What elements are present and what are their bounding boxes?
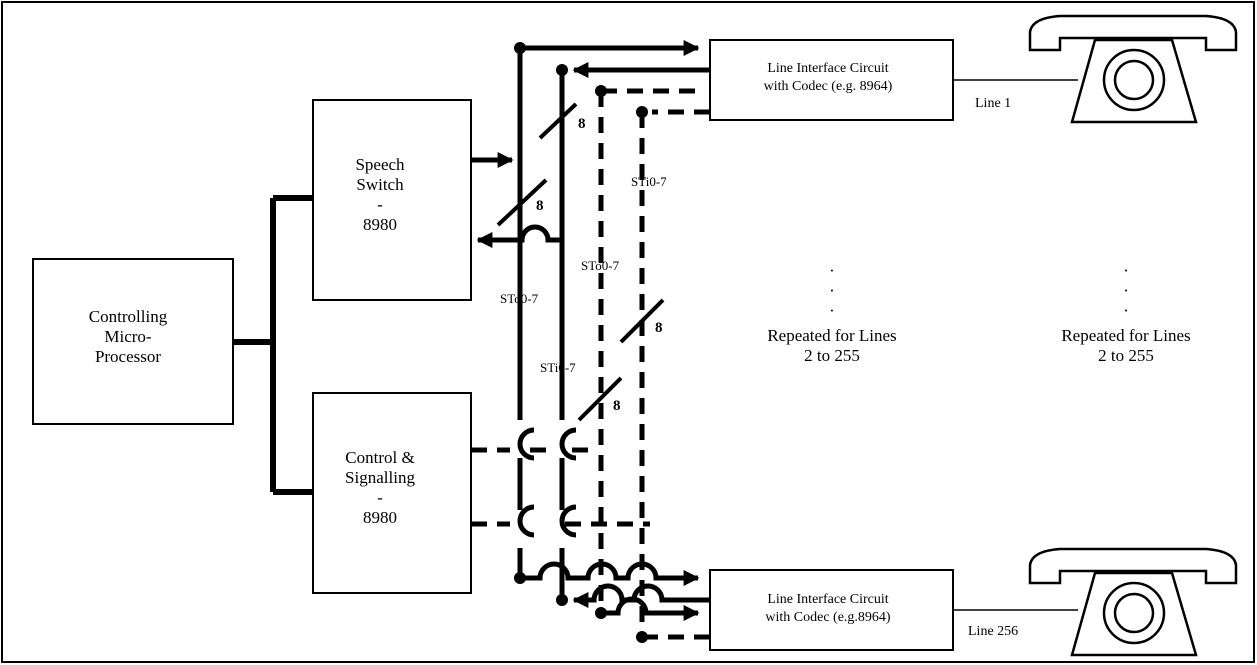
lic-top-label-1: Line Interface Circuit [767, 61, 888, 76]
sti-solid-bus [559, 61, 710, 600]
controller-label-2: Micro- [104, 327, 152, 346]
lic-top-label-2: with Codec (e.g. 8964) [764, 79, 893, 94]
repeat-left-dot-2: · [829, 281, 835, 300]
crossover-hops [517, 427, 577, 538]
controller-bus [233, 195, 313, 495]
control-signalling-label-4: 8980 [363, 508, 397, 527]
control-signalling-label-1: Control & [345, 448, 414, 467]
repeat-right-dot-3: · [1123, 301, 1129, 320]
controller-label-1: Controlling [89, 307, 168, 326]
bus-width-2: 8 [536, 198, 544, 214]
repeat-right-dot-2: · [1123, 281, 1129, 300]
bus-width-1: 8 [578, 116, 586, 132]
speech-switch-block: Speech Switch - 8980 [312, 99, 472, 301]
repeat-right-line-1: Repeated for Lines [1061, 326, 1190, 345]
bus-label-sto-dashed: STo0-7 [581, 258, 620, 273]
control-signalling-block: Control & Signalling - 8980 [312, 392, 472, 594]
lic-bottom-label-2: with Codec (e.g.8964) [765, 610, 891, 625]
sto-solid-bus [517, 39, 700, 578]
repeat-left-dot-1: · [829, 261, 835, 280]
control-signalling-label-2: Signalling [345, 468, 415, 487]
telephone-top-icon [1028, 14, 1238, 124]
line-1-label: Line 1 [975, 96, 1011, 111]
bus-width-4: 8 [613, 398, 621, 414]
repeat-left-line-1: Repeated for Lines [767, 326, 896, 345]
line-interface-bottom-block: Line Interface Circuit with Codec (e.g.8… [709, 569, 954, 651]
junction-dots [514, 42, 648, 643]
bus-label-sti-upper: STi0-7 [631, 174, 667, 189]
bus-label-sto-left: STo0-7 [500, 291, 539, 306]
lic-bottom-label-1: Line Interface Circuit [767, 592, 888, 607]
repeat-right-line-2: 2 to 255 [1098, 346, 1154, 365]
speech-switch-label-4: 8980 [363, 215, 397, 234]
repeat-left-line-2: 2 to 255 [804, 346, 860, 365]
speech-switch-label-2: Switch [356, 175, 404, 194]
bus-width-slashes [496, 102, 665, 422]
telephone-bottom-icon [1028, 547, 1238, 657]
sto-dashed-bus [565, 88, 705, 613]
repeated-note-left: · · · Repeated for Lines 2 to 255 [767, 261, 896, 365]
repeat-right-dot-1: · [1123, 261, 1129, 280]
line-interface-top-block: Line Interface Circuit with Codec (e.g. … [709, 39, 954, 121]
speech-switch-label-1: Speech [355, 155, 405, 174]
control-signalling-label-3: - [377, 488, 383, 507]
line-256-label: Line 256 [968, 624, 1018, 639]
controller-block: Controlling Micro- Processor [32, 258, 234, 425]
speech-switch-label-3: - [377, 195, 383, 214]
sti-dashed-bus [471, 109, 710, 640]
repeated-note-right: · · · Repeated for Lines 2 to 255 [1061, 261, 1190, 365]
bus-label-sti-lower: STi0-7 [540, 360, 576, 375]
controller-label-3: Processor [95, 347, 161, 366]
bus-width-3: 8 [655, 320, 663, 336]
repeat-left-dot-3: · [829, 301, 835, 320]
bottom-connections [520, 561, 710, 622]
